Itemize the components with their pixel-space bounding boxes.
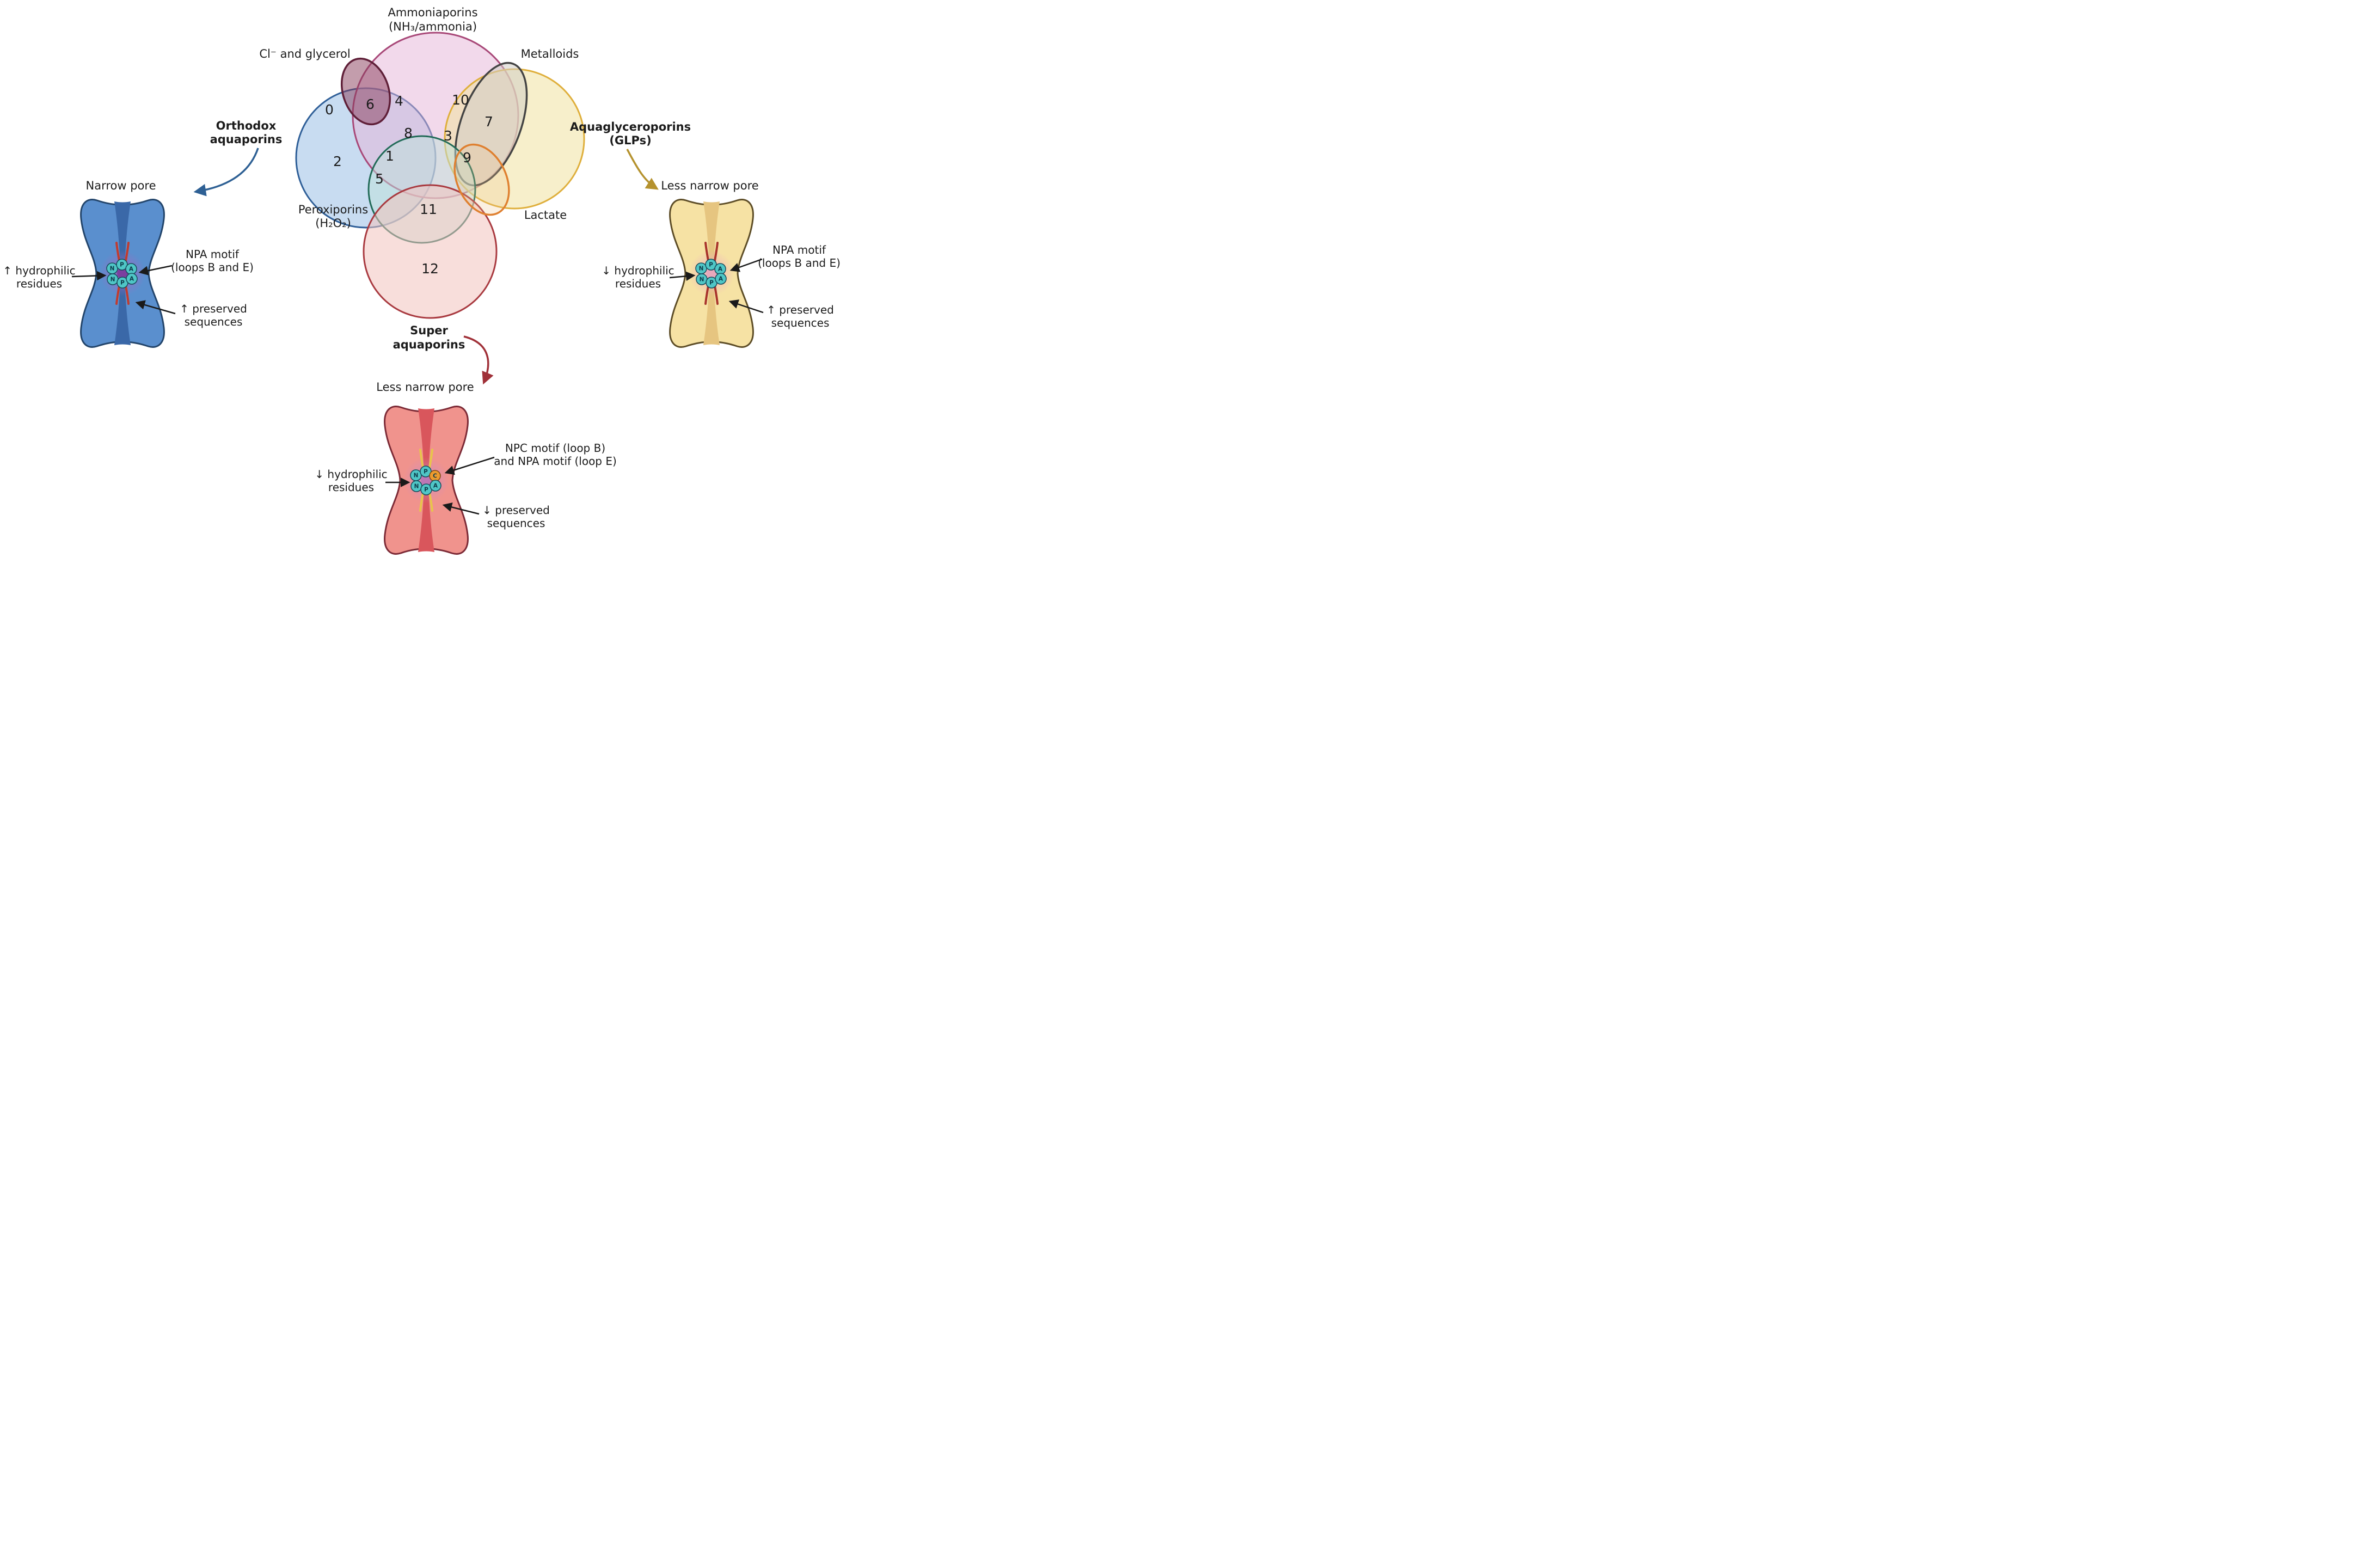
red-hydrophilic-label-line2: residues — [328, 481, 374, 494]
pore-red: N P C N P A — [384, 406, 469, 555]
pore-blue: N P A N P A — [80, 199, 165, 348]
subunit-letter: P — [709, 280, 714, 286]
red-preserved-arrow — [442, 502, 480, 515]
subunit-circle-a — [715, 273, 727, 285]
red-pore-title: Less narrow pore — [376, 381, 474, 394]
yellow-preserved-arrow — [728, 299, 764, 314]
subunit-letter: A — [719, 276, 723, 283]
subunit-letter: P — [424, 487, 428, 493]
blue-hydrophilic-label-line1: ↑ hydrophilic — [3, 264, 75, 277]
set-label-lactate: Lactate — [524, 209, 567, 222]
set-label-super-line2: aquaporins — [393, 338, 465, 351]
venn-region-number: 0 — [325, 102, 334, 118]
subunit-letter: A — [129, 266, 134, 273]
venn-region-number: 3 — [444, 128, 452, 144]
subunit-letter: N — [414, 473, 419, 479]
blue-pore-annotations: ↑ hydrophilic residues NPA motif (loops … — [3, 248, 254, 328]
subunit-letter: N — [700, 277, 704, 283]
yellow-hydrophilic-arrow — [669, 271, 696, 281]
blue-motif-label-line1: NPA motif — [186, 248, 240, 261]
set-label-peroxiporins-line1: Peroxiporins — [298, 203, 368, 216]
venn-ellipse-cl-glycerol — [340, 57, 391, 126]
venn-region-number: 1 — [385, 148, 394, 164]
yellow-hydrophilic-label-line1: ↓ hydrophilic — [602, 264, 674, 277]
subunit-circle-a — [430, 480, 441, 492]
set-label-peroxiporins-line2: (H₂O₂) — [315, 217, 351, 230]
blue-motif-label-line2: (loops B and E) — [171, 261, 254, 274]
set-label-super-line1: Super — [410, 324, 448, 337]
venn-region-number: 8 — [404, 125, 413, 141]
blue-preserved-label-line1: ↑ preserved — [180, 302, 247, 315]
blue-pore-title: Narrow pore — [86, 179, 156, 192]
red-motif-label-line1: NPC motif (loop B) — [505, 442, 605, 455]
set-label-ammoniaporins-line2: (NH₃/ammonia) — [389, 20, 477, 33]
subunit-letter: P — [120, 280, 125, 286]
yellow-preserved-label-line2: sequences — [771, 316, 830, 329]
venn-region-number: 9 — [463, 150, 471, 166]
red-motif-arrow — [444, 456, 495, 475]
venn-diagram: 0 6 4 10 7 8 3 2 1 9 5 11 12 Ammoniapori… — [210, 6, 691, 351]
arrow-super-to-less-narrow-pore — [463, 335, 494, 385]
yellow-pore-annotations: ↓ hydrophilic residues NPA motif (loops … — [602, 243, 841, 329]
aquaporin-families-diagram: 0 6 4 10 7 8 3 2 1 9 5 11 12 Ammoniapori… — [3, 6, 841, 555]
red-preserved-label-line1: ↓ preserved — [482, 504, 550, 517]
set-label-orthodox-line2: aquaporins — [210, 133, 283, 146]
blue-motif-arrow — [138, 265, 173, 275]
blue-hydrophilic-arrow — [71, 271, 107, 281]
blue-preserved-arrow — [135, 300, 176, 315]
subunit-letter: C — [433, 473, 437, 480]
yellow-pore-npa-cluster: N P A N P A — [695, 259, 727, 289]
venn-region-number: 10 — [452, 92, 469, 108]
venn-circle-super-aquaporins — [363, 184, 498, 319]
set-label-ammoniaporins-line1: Ammoniaporins — [388, 6, 477, 19]
venn-region-number: 7 — [485, 114, 493, 130]
venn-region-number: 12 — [421, 261, 439, 277]
set-label-orthodox-line1: Orthodox — [216, 119, 277, 132]
arrow-orthodox-to-narrow-pore — [193, 148, 259, 197]
subunit-letter: A — [433, 483, 438, 489]
blue-preserved-label-line2: sequences — [185, 315, 243, 328]
blue-pore-npa-cluster: N P A N P A — [106, 259, 138, 289]
pore-yellow: N P A N P A — [669, 199, 754, 348]
subunit-letter: N — [110, 266, 115, 272]
venn-ellipse-lactate — [453, 143, 510, 216]
set-label-metalloids: Metalloids — [521, 47, 579, 60]
red-pore-annotations: ↓ hydrophilic residues NPC motif (loop B… — [315, 442, 617, 530]
subunit-letter: N — [699, 266, 704, 272]
yellow-motif-arrow — [729, 258, 763, 272]
venn-region-number: 4 — [395, 93, 403, 109]
subunit-letter: A — [718, 266, 723, 273]
subunit-letter: P — [709, 262, 713, 268]
venn-region-number: 5 — [375, 171, 384, 187]
yellow-pore-title: Less narrow pore — [661, 179, 758, 192]
blue-pore-center-core — [117, 268, 128, 279]
set-label-glps-line2: (GLPs) — [609, 134, 651, 147]
subunit-letter: P — [120, 262, 124, 268]
red-motif-label-line2: and NPA motif (loop E) — [494, 455, 617, 468]
venn-region-number: 11 — [420, 201, 437, 217]
red-preserved-label-line2: sequences — [487, 517, 545, 530]
subunit-circle-a — [126, 273, 138, 285]
yellow-pore-center-core — [706, 268, 717, 279]
set-label-glps-line1: Aquaglyceroporins — [570, 120, 691, 133]
set-label-cl-glycerol: Cl⁻ and glycerol — [259, 47, 350, 60]
blue-hydrophilic-label-line2: residues — [16, 277, 62, 290]
red-pore-npc-cluster: N P C N P A — [410, 465, 441, 495]
subunit-letter: A — [130, 276, 134, 283]
subunit-letter: N — [111, 277, 115, 283]
arrow-glps-to-less-narrow-pore — [626, 149, 659, 190]
venn-region-number: 6 — [366, 96, 375, 112]
yellow-preserved-label-line1: ↑ preserved — [766, 303, 834, 316]
red-pore-center-core — [421, 475, 432, 486]
subunit-letter: N — [414, 483, 419, 490]
yellow-hydrophilic-label-line2: residues — [615, 277, 661, 290]
venn-region-number: 2 — [333, 154, 342, 169]
yellow-motif-label-line1: NPA motif — [772, 243, 826, 256]
red-hydrophilic-label-line1: ↓ hydrophilic — [315, 468, 387, 481]
subunit-letter: P — [424, 469, 428, 475]
yellow-motif-label-line2: (loops B and E) — [758, 256, 841, 270]
